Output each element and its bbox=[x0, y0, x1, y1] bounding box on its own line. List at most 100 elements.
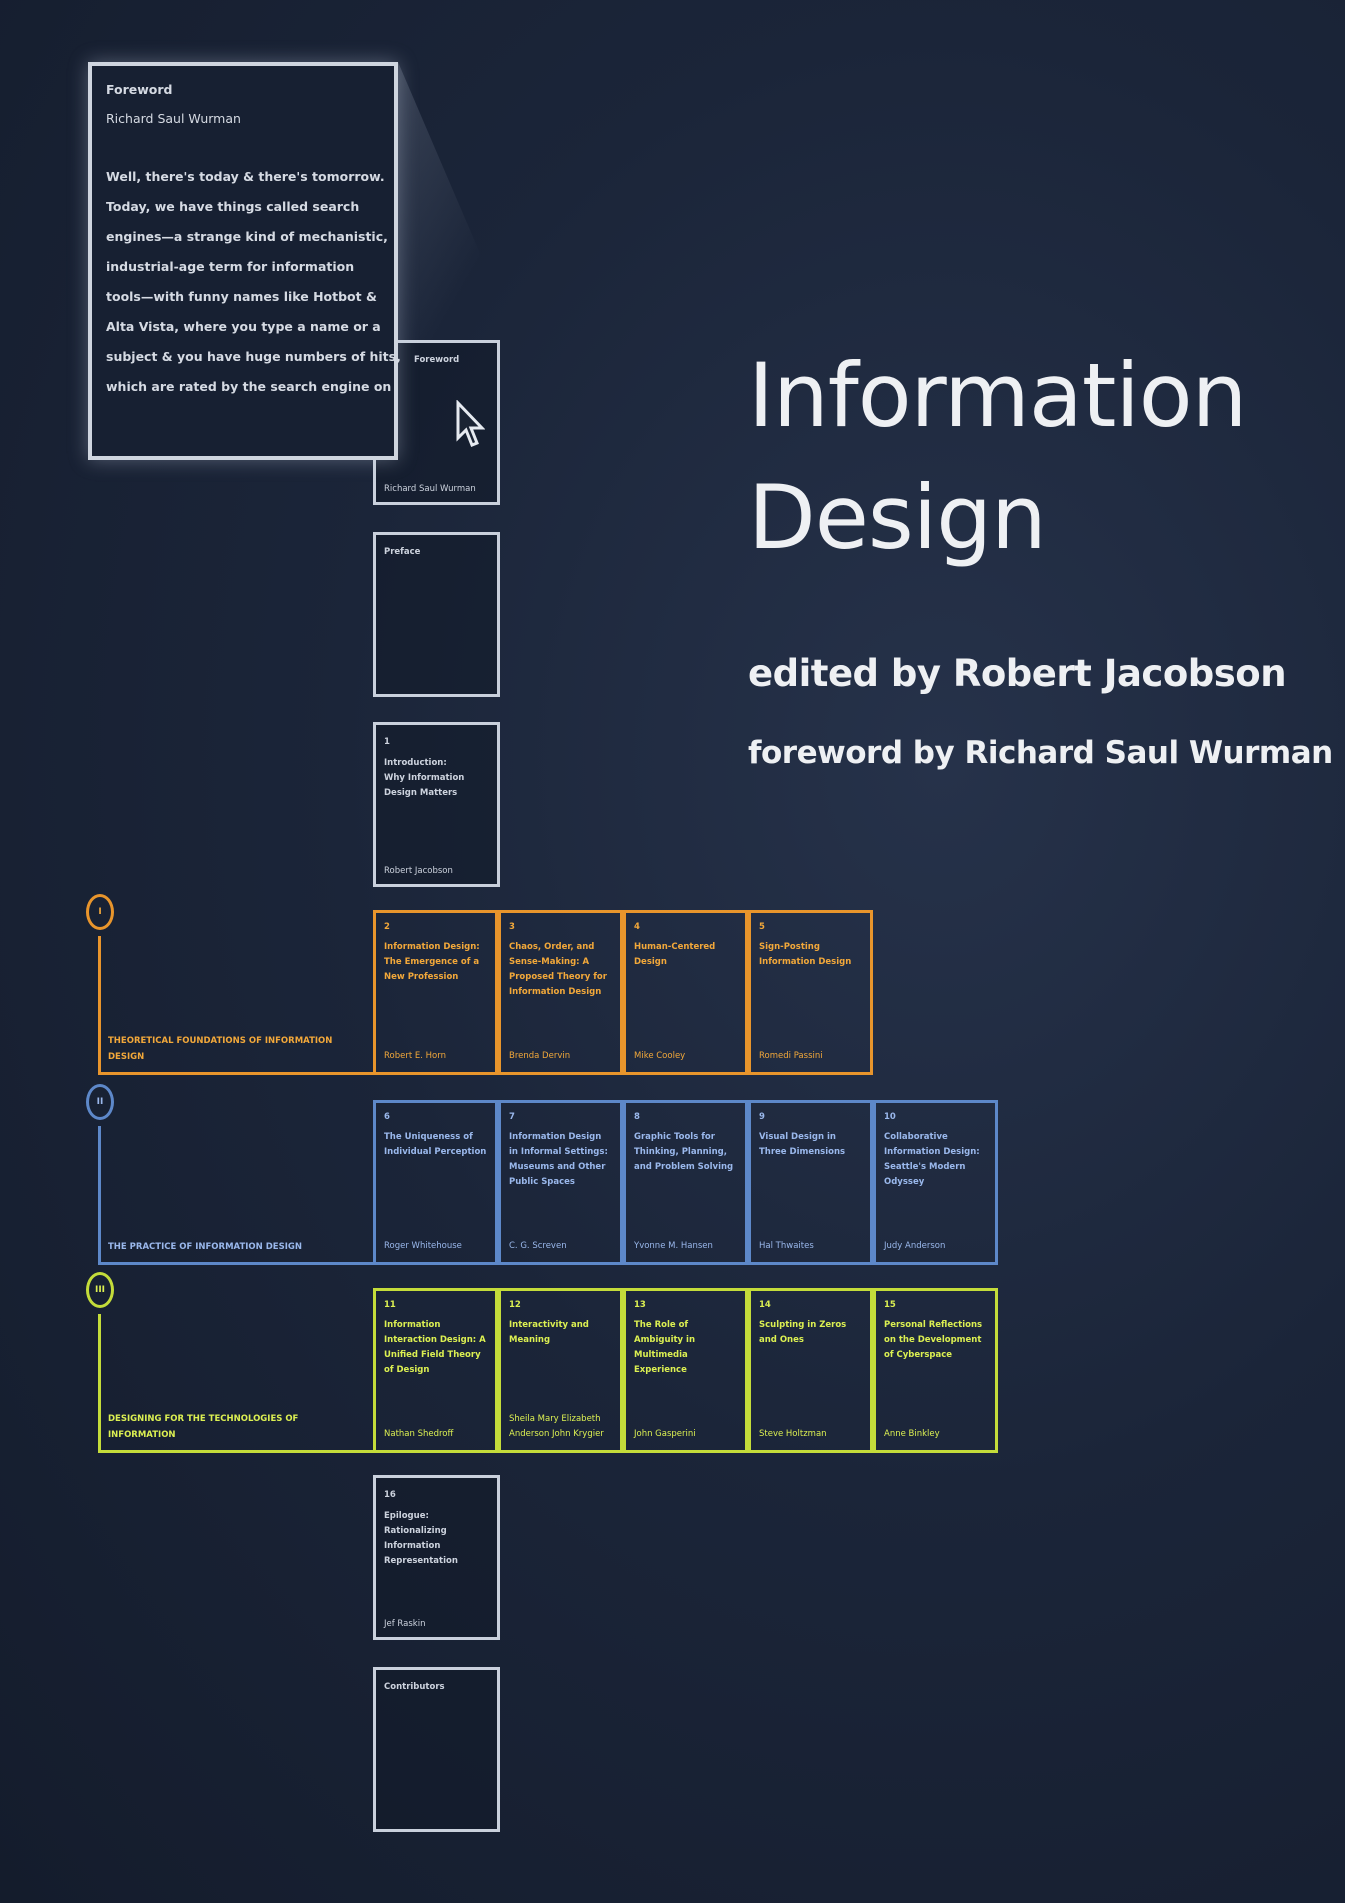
chapter-number: 14 bbox=[759, 1300, 771, 1310]
chapter-author: Robert E. Horn bbox=[384, 1051, 446, 1061]
chapter-author: Mike Cooley bbox=[634, 1051, 686, 1061]
chapter-author: Yvonne M. Hansen bbox=[634, 1241, 713, 1251]
popup-line: which are rated by the search engine on bbox=[106, 379, 392, 394]
chapter-title: Sculpting in Zeros and Ones bbox=[759, 1320, 847, 1345]
mouse-pointer-icon bbox=[455, 399, 486, 461]
editor-credit: edited by Robert Jacobson bbox=[748, 652, 1287, 695]
part-row: III Designing for the Technologies of Inf… bbox=[86, 1272, 998, 1453]
chapter-author: Hal Thwaites bbox=[759, 1241, 814, 1251]
chapter-author: Richard Saul Wurman bbox=[384, 484, 476, 494]
popup-line: Today, we have things called search bbox=[106, 199, 360, 214]
chapter-title: Chaos, Order, and Sense-Making: A Propos… bbox=[509, 942, 607, 997]
chapter-author: Romedi Passini bbox=[759, 1051, 823, 1061]
row-line bbox=[98, 1126, 101, 1265]
popup-heading: Foreword bbox=[106, 82, 173, 97]
part-label: Designing for the Technologies of Inform… bbox=[108, 1414, 299, 1440]
chapter-author: Steve Holtzman bbox=[759, 1429, 827, 1439]
chapter-number: 9 bbox=[759, 1112, 765, 1122]
chapter-number: 11 bbox=[384, 1300, 396, 1310]
chapter-number: 4 bbox=[634, 922, 640, 932]
chapter-title: Information Design: The Emergence of a N… bbox=[384, 942, 480, 982]
chapter-title: Epilogue: Rationalizing Information Repr… bbox=[384, 1511, 458, 1566]
chapter-number: 5 bbox=[759, 922, 765, 932]
chapter-author: Jef Raskin bbox=[384, 1619, 426, 1629]
chapter-title: Collaborative Information Design: Seattl… bbox=[884, 1132, 980, 1187]
popup-line: subject & you have huge numbers of hits, bbox=[106, 349, 401, 364]
chapter-box[interactable]: Contributors bbox=[373, 1667, 500, 1832]
part-label: Theoretical Foundations of Information D… bbox=[108, 1036, 333, 1062]
part-row: II The Practice of Information Design 6The… bbox=[86, 1084, 998, 1265]
part-number-badge: II bbox=[86, 1084, 114, 1120]
chapter-author: Anne Binkley bbox=[884, 1429, 940, 1439]
foreword-credit: foreword by Richard Saul Wurman bbox=[748, 735, 1333, 771]
row-line bbox=[98, 1314, 101, 1453]
chapter-number: 3 bbox=[509, 922, 515, 932]
foreword-popup: Foreword Richard Saul Wurman Well, there… bbox=[88, 62, 401, 460]
chapter-number: 10 bbox=[884, 1112, 896, 1122]
chapter-title: Contributors bbox=[384, 1682, 445, 1692]
chapter-author: Judy Anderson bbox=[884, 1241, 946, 1251]
chapter-author: C. G. Screven bbox=[509, 1241, 567, 1251]
part-label: The Practice of Information Design bbox=[108, 1242, 302, 1252]
chapter-title: The Role of Ambiguity in Multimedia Expe… bbox=[634, 1320, 696, 1375]
chapter-title: Introduction: Why Information Design Mat… bbox=[384, 758, 465, 798]
chapter-title: Information Design in Informal Settings:… bbox=[509, 1132, 608, 1187]
chapter-number: 6 bbox=[384, 1112, 390, 1122]
chapter-number: 2 bbox=[384, 922, 390, 932]
popup-line: Alta Vista, where you type a name or a bbox=[106, 319, 381, 334]
chapter-title: Information Interaction Design: A Unifie… bbox=[384, 1320, 486, 1375]
chapter-author: John Gasperini bbox=[634, 1429, 696, 1439]
chapter-title: Preface bbox=[384, 547, 421, 557]
popup-line: Well, there's today & there's tomorrow. bbox=[106, 169, 385, 184]
chapter-author: Sheila Mary Elizabeth Anderson John Kryg… bbox=[509, 1414, 604, 1439]
chapter-title: Human-Centered Design bbox=[634, 942, 716, 967]
popup-line: industrial-age term for information bbox=[106, 259, 355, 274]
chapter-author: Nathan Shedroff bbox=[384, 1429, 454, 1439]
title-line: Design bbox=[748, 466, 1047, 569]
chapter-number: 16 bbox=[384, 1490, 396, 1500]
chapter-title: Visual Design in Three Dimensions bbox=[759, 1132, 846, 1157]
part-row: I Theoretical Foundations of Information … bbox=[86, 894, 873, 1075]
chapter-box[interactable]: Preface bbox=[373, 532, 500, 697]
chapter-title: Foreword bbox=[414, 355, 460, 365]
chapter-author: Roger Whitehouse bbox=[384, 1241, 462, 1251]
title-line: Information bbox=[748, 344, 1247, 447]
popup-line: engines—a strange kind of mechanistic, bbox=[106, 229, 388, 244]
row-line bbox=[98, 936, 101, 1075]
popup-author: Richard Saul Wurman bbox=[106, 111, 241, 126]
part-number-badge: I bbox=[86, 894, 114, 930]
chapter-number: 15 bbox=[884, 1300, 896, 1310]
chapter-title: The Uniqueness of Individual Perception bbox=[384, 1132, 487, 1157]
popup-line: tools—with funny names like Hotbot & bbox=[106, 289, 377, 304]
chapter-number: 8 bbox=[634, 1112, 640, 1122]
chapter-author: Robert Jacobson bbox=[384, 866, 453, 876]
chapter-author: Brenda Dervin bbox=[509, 1051, 571, 1061]
chapter-title: Sign-Posting Information Design bbox=[759, 942, 852, 967]
chapter-number: 13 bbox=[634, 1300, 646, 1310]
chapter-title: Personal Reflections on the Development … bbox=[884, 1320, 983, 1360]
chapter-number: 1 bbox=[384, 737, 390, 747]
book-title: Information Design bbox=[748, 335, 1247, 579]
part-number-badge: III bbox=[86, 1272, 114, 1308]
chapter-number: 12 bbox=[509, 1300, 521, 1310]
light-beam bbox=[398, 62, 518, 342]
chapter-title: Graphic Tools for Thinking, Planning, an… bbox=[634, 1132, 734, 1172]
chapter-number: 7 bbox=[509, 1112, 515, 1122]
chapter-title: Interactivity and Meaning bbox=[509, 1320, 589, 1345]
